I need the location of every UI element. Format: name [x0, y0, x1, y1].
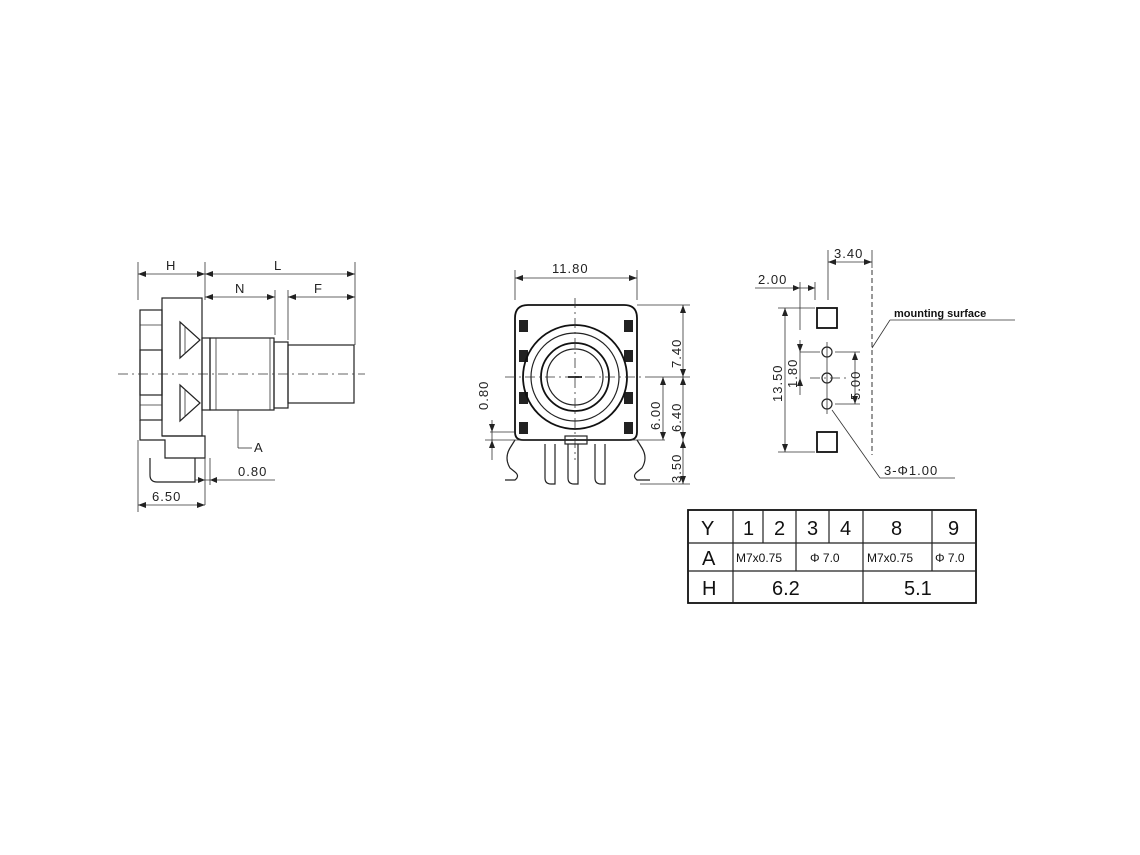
- table-col-9: 9: [948, 518, 959, 540]
- spec-table: Y 1 2 3 4 8 9 A M7x0.75 Φ 7.0 M7x0.75 Φ …: [687, 509, 977, 604]
- table-col-1: 1: [743, 518, 754, 540]
- table-h-v2: 5.1: [904, 578, 932, 600]
- dim-l: L: [274, 258, 282, 273]
- table-a-v4: Φ 7.0: [935, 551, 965, 565]
- dim-f: F: [314, 281, 323, 296]
- dim-n: N: [235, 281, 245, 296]
- dim-0-80-side: 0.80: [238, 464, 267, 479]
- dim-11-80: 11.80: [552, 261, 589, 276]
- label-hole-size: 3-Φ1.00: [884, 463, 938, 478]
- dim-h: H: [166, 258, 176, 273]
- dim-6-50: 6.50: [152, 489, 181, 504]
- side-view: H L N F: [118, 258, 365, 512]
- table-h-label: H: [702, 578, 716, 600]
- footprint-view: 3.40 2.00 13.50 1.80 5.00 mou: [755, 246, 1015, 479]
- table-col-8: 8: [891, 518, 902, 540]
- dim-5-00: 5.00: [848, 371, 863, 400]
- table-a-v1: M7x0.75: [736, 551, 782, 565]
- table-col-2: 2: [774, 518, 785, 540]
- table-a-v2: Φ 7.0: [810, 551, 840, 565]
- dim-6-40: 6.40: [669, 403, 684, 432]
- dim-7-40: 7.40: [669, 339, 684, 368]
- dim-3-40: 3.40: [834, 246, 863, 261]
- label-mounting-surface: mounting surface: [894, 308, 986, 320]
- table-a-label: A: [702, 548, 716, 570]
- dim-3-50: 3.50: [669, 454, 684, 483]
- label-a: A: [254, 440, 264, 455]
- dim-6-00: 6.00: [648, 401, 663, 430]
- front-view: 11.80: [476, 261, 690, 485]
- table-col-4: 4: [840, 518, 851, 540]
- table-h-v1: 6.2: [772, 578, 800, 600]
- dim-2-00: 2.00: [758, 272, 787, 287]
- dim-1-80: 1.80: [785, 359, 800, 388]
- dim-13-50: 13.50: [770, 364, 785, 402]
- table-a-v3: M7x0.75: [867, 551, 913, 565]
- dim-0-80-front: 0.80: [476, 381, 491, 410]
- table-y-label: Y: [701, 518, 714, 540]
- table-col-3: 3: [807, 518, 818, 540]
